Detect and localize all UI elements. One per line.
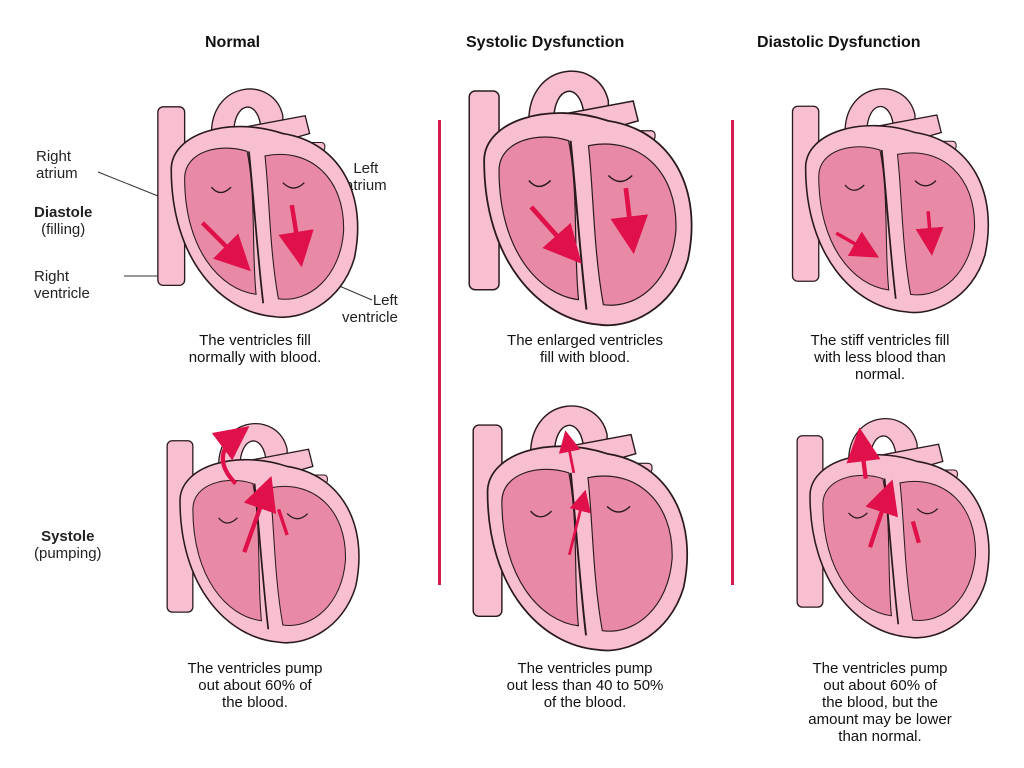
heart-diastolic-diastole <box>791 87 990 314</box>
column-title-diastolic: Diastolic Dysfunction <box>757 34 921 51</box>
column-title-normal: Normal <box>205 34 261 51</box>
heart-systolic-diastole <box>468 70 693 327</box>
heart-systolic-systole <box>472 405 689 652</box>
column-title-systolic: Systolic Dysfunction <box>466 34 625 51</box>
heart-diastolic-systole <box>796 417 990 639</box>
label-systole: Systole(pumping) <box>34 528 102 562</box>
label-diastole: Diastole(filling) <box>34 204 93 238</box>
heart-normal-systole <box>166 422 360 644</box>
divider-right <box>731 120 734 585</box>
heart-normal-diastole <box>156 88 359 319</box>
divider-left <box>438 120 441 585</box>
